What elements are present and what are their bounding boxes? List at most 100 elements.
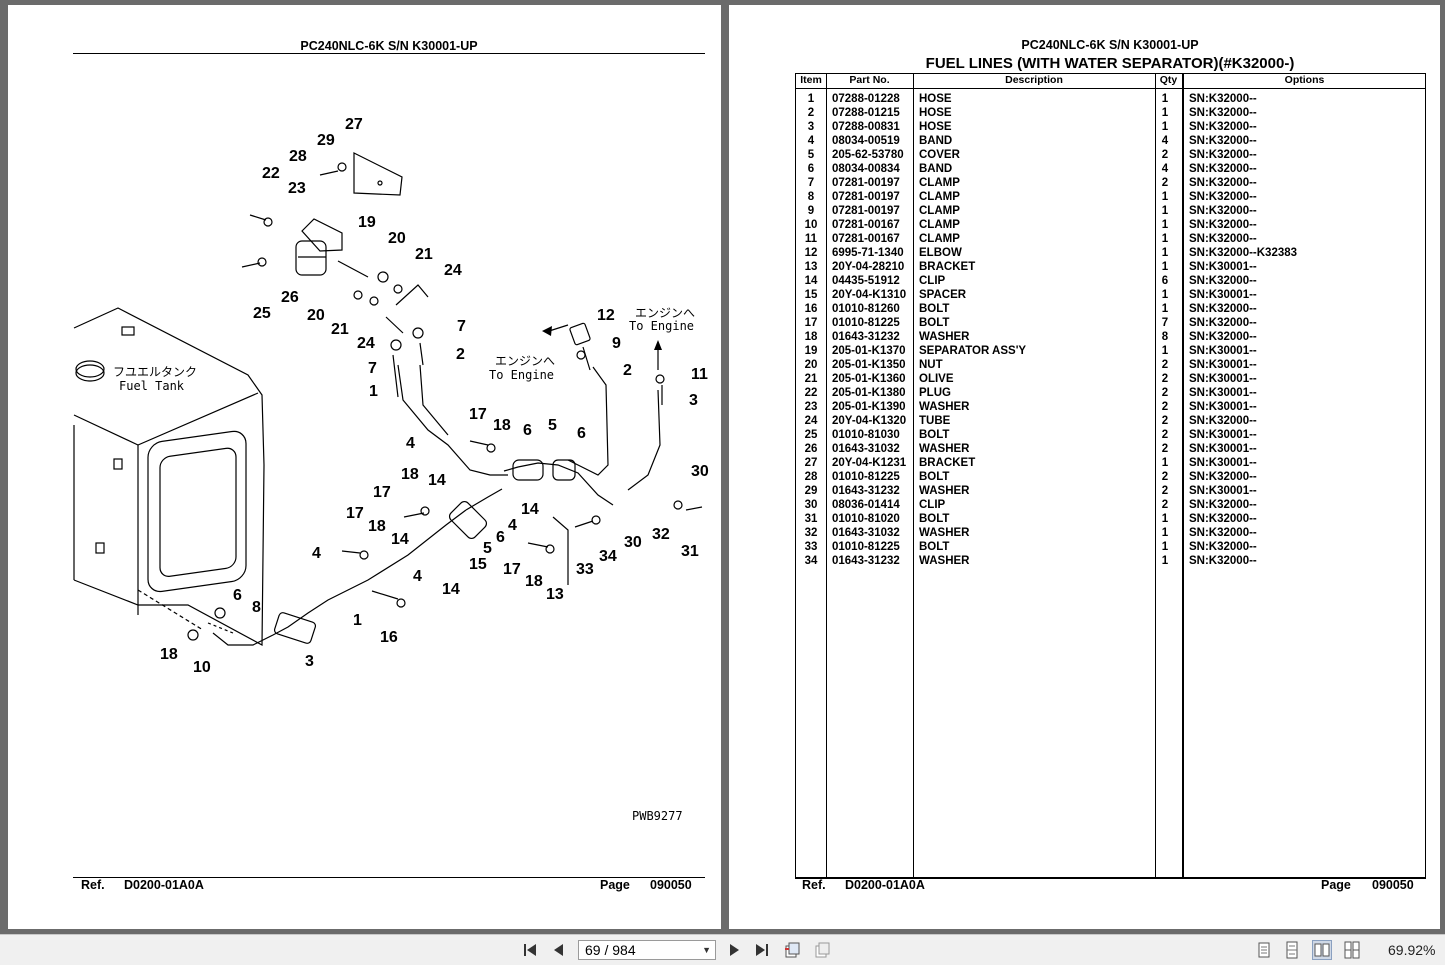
item-cell: 25 — [804, 429, 818, 441]
callout-number: 19 — [358, 214, 376, 231]
callout-number: 18 — [493, 417, 511, 434]
th-qty: Qty — [1159, 74, 1178, 86]
options-cell: SN:K32000--K32383 — [1189, 247, 1298, 259]
options-cell: SN:K32000-- — [1189, 331, 1257, 343]
item-cell: 33 — [804, 541, 818, 553]
part-no-cell: 01643-31232 — [832, 485, 900, 497]
part-no-cell: 01010-81225 — [832, 541, 900, 553]
options-cell: SN:K30001-- — [1189, 289, 1257, 301]
next-page-icon[interactable] — [725, 941, 743, 959]
qty-cell: 1 — [1161, 107, 1169, 119]
item-cell: 9 — [807, 205, 815, 217]
callout-number: 1 — [353, 612, 362, 629]
continuous-icon[interactable] — [1283, 941, 1301, 959]
parts-diagram: フユエルタンク Fuel Tank エンジンへ To Engine エンジンへ … — [73, 116, 709, 823]
options-cell: SN:K30001-- — [1189, 261, 1257, 273]
th-description: Description — [1005, 74, 1063, 86]
viewer-toolbar: 69 / 984 ▼ 69.92% — [0, 934, 1445, 965]
left-footer-ref-label: Ref. — [81, 878, 105, 892]
zoom-level[interactable]: 69.92% — [1388, 942, 1436, 958]
item-cell: 21 — [804, 373, 818, 385]
page-indicator: 69 / 984 — [585, 942, 636, 958]
description-cell: ELBOW — [919, 247, 962, 259]
callout-number: 9 — [612, 335, 621, 352]
callout-number: 14 — [521, 501, 539, 518]
chevron-down-icon[interactable]: ▼ — [702, 945, 711, 955]
callout-number: 7 — [368, 360, 377, 377]
item-cell: 4 — [807, 135, 815, 147]
item-cell: 14 — [804, 275, 818, 287]
description-cell: CLIP — [919, 499, 946, 511]
callout-number: 14 — [428, 472, 446, 489]
two-page-icon[interactable] — [1312, 940, 1332, 960]
qty-cell: 1 — [1161, 205, 1169, 217]
qty-cell: 1 — [1161, 303, 1169, 315]
callout-number: 24 — [444, 262, 462, 279]
description-cell: CLAMP — [919, 205, 960, 217]
rotate-icon[interactable] — [783, 941, 801, 959]
options-cell: SN:K32000-- — [1189, 233, 1257, 245]
options-cell: SN:K30001-- — [1189, 429, 1257, 441]
callout-number: 16 — [380, 629, 398, 646]
item-cell: 8 — [807, 191, 815, 203]
previous-page-icon[interactable] — [550, 941, 568, 959]
callout-number: 13 — [546, 586, 564, 603]
options-cell: SN:K32000-- — [1189, 317, 1257, 329]
options-cell: SN:K30001-- — [1189, 457, 1257, 469]
qty-cell: 1 — [1161, 513, 1169, 525]
last-page-icon[interactable] — [753, 941, 771, 959]
right-page: PC240NLC-6K S/N K30001-UP FUEL LINES (WI… — [729, 5, 1440, 929]
callout-number: 25 — [253, 305, 271, 322]
callout-number: 17 — [373, 484, 391, 501]
export-icon[interactable] — [813, 941, 831, 959]
qty-cell: 2 — [1161, 359, 1169, 371]
callout-number: 6 — [496, 529, 505, 546]
part-no-cell: 01010-81020 — [832, 513, 900, 525]
page-number-input[interactable]: 69 / 984 ▼ — [578, 940, 716, 960]
item-cell: 13 — [804, 261, 818, 273]
first-page-icon[interactable] — [521, 941, 539, 959]
callout-number: 7 — [457, 318, 466, 335]
part-no-cell: 07288-01215 — [832, 107, 900, 119]
description-cell: TUBE — [919, 415, 951, 427]
qty-cell: 2 — [1161, 485, 1169, 497]
two-page-continuous-icon[interactable] — [1343, 941, 1361, 959]
part-no-cell: 01643-31032 — [832, 527, 900, 539]
options-cell: SN:K32000-- — [1189, 135, 1257, 147]
options-cell: SN:K32000-- — [1189, 107, 1257, 119]
single-page-icon[interactable] — [1255, 941, 1273, 959]
callout-number: 2 — [623, 362, 632, 379]
part-no-cell: 20Y-04-K1320 — [832, 415, 907, 427]
callout-number: 30 — [624, 534, 642, 551]
description-cell: CLIP — [919, 275, 946, 287]
left-footer-ref: D0200-01A0A — [124, 878, 204, 892]
callout-number: 8 — [252, 599, 261, 616]
page-title: FUEL LINES (WITH WATER SEPARATOR)(#K3200… — [925, 55, 1295, 72]
callout-number: 11 — [691, 366, 708, 383]
item-cell: 16 — [804, 303, 818, 315]
description-cell: WASHER — [919, 555, 970, 567]
callout-number: 20 — [388, 230, 406, 247]
part-no-cell: 01010-81260 — [832, 303, 900, 315]
description-cell: BOLT — [919, 471, 950, 483]
col-divider — [913, 74, 914, 878]
part-no-cell: 07281-00167 — [832, 219, 900, 231]
part-no-cell: 205-62-53780 — [832, 149, 904, 161]
engine-jp-label-2: エンジンへ — [635, 306, 695, 320]
callout-number: 14 — [391, 531, 409, 548]
description-cell: BAND — [919, 135, 953, 147]
